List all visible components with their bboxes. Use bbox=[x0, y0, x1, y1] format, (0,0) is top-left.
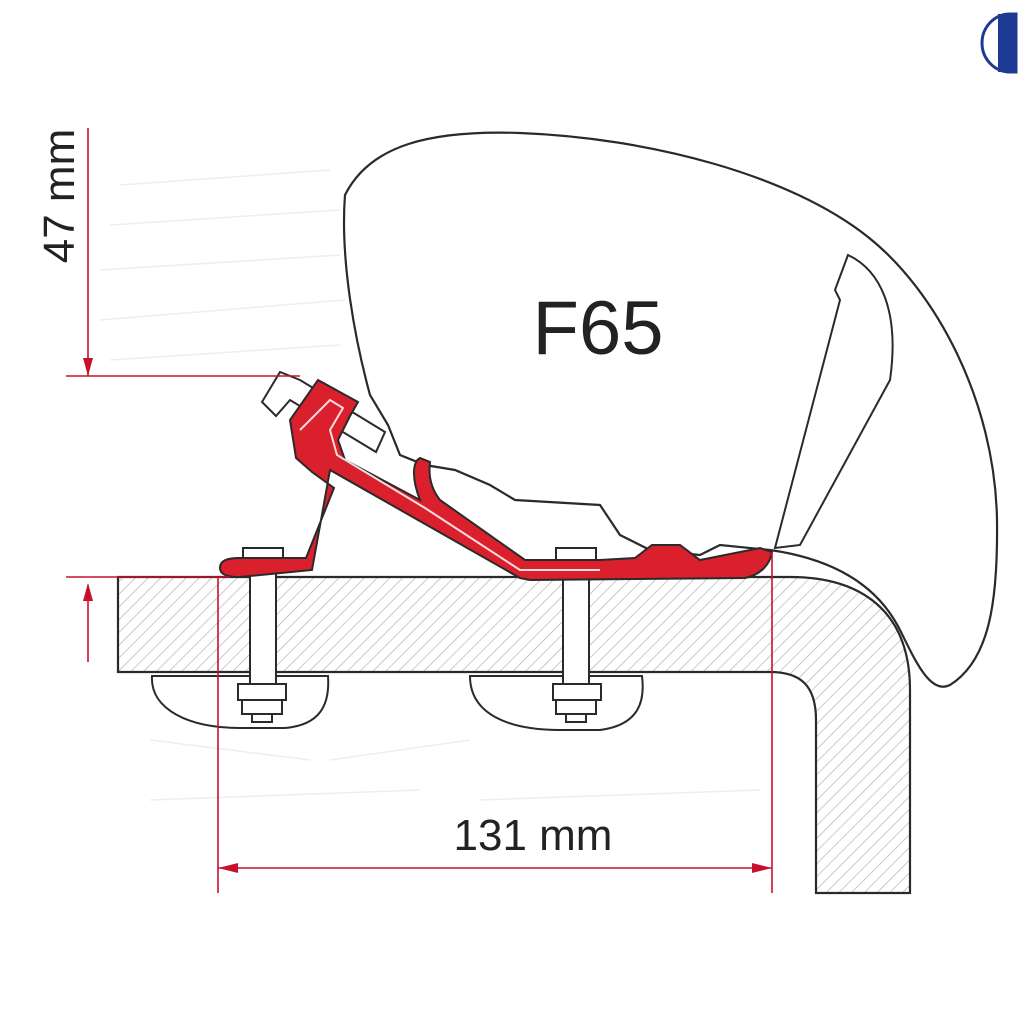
height-dimension-label: 47 mm bbox=[35, 129, 84, 263]
brand-logo bbox=[980, 12, 1018, 74]
model-label: F65 bbox=[533, 286, 664, 371]
cassette-end-cap bbox=[773, 253, 894, 550]
width-arrow-right bbox=[752, 863, 772, 873]
width-dimension-label: 131 mm bbox=[454, 811, 613, 860]
background-sketch bbox=[99, 169, 761, 801]
awning-cassette bbox=[342, 131, 999, 688]
height-arrow-top bbox=[83, 358, 93, 376]
bracket-inner-highlight bbox=[299, 398, 600, 571]
left-bolt-assembly bbox=[237, 547, 287, 723]
width-arrow-left bbox=[218, 863, 238, 873]
width-dimension-lines bbox=[217, 552, 773, 893]
height-arrow-bottom bbox=[83, 583, 93, 601]
adapter-bracket bbox=[218, 378, 774, 582]
vehicle-roof-profile bbox=[116, 575, 912, 895]
